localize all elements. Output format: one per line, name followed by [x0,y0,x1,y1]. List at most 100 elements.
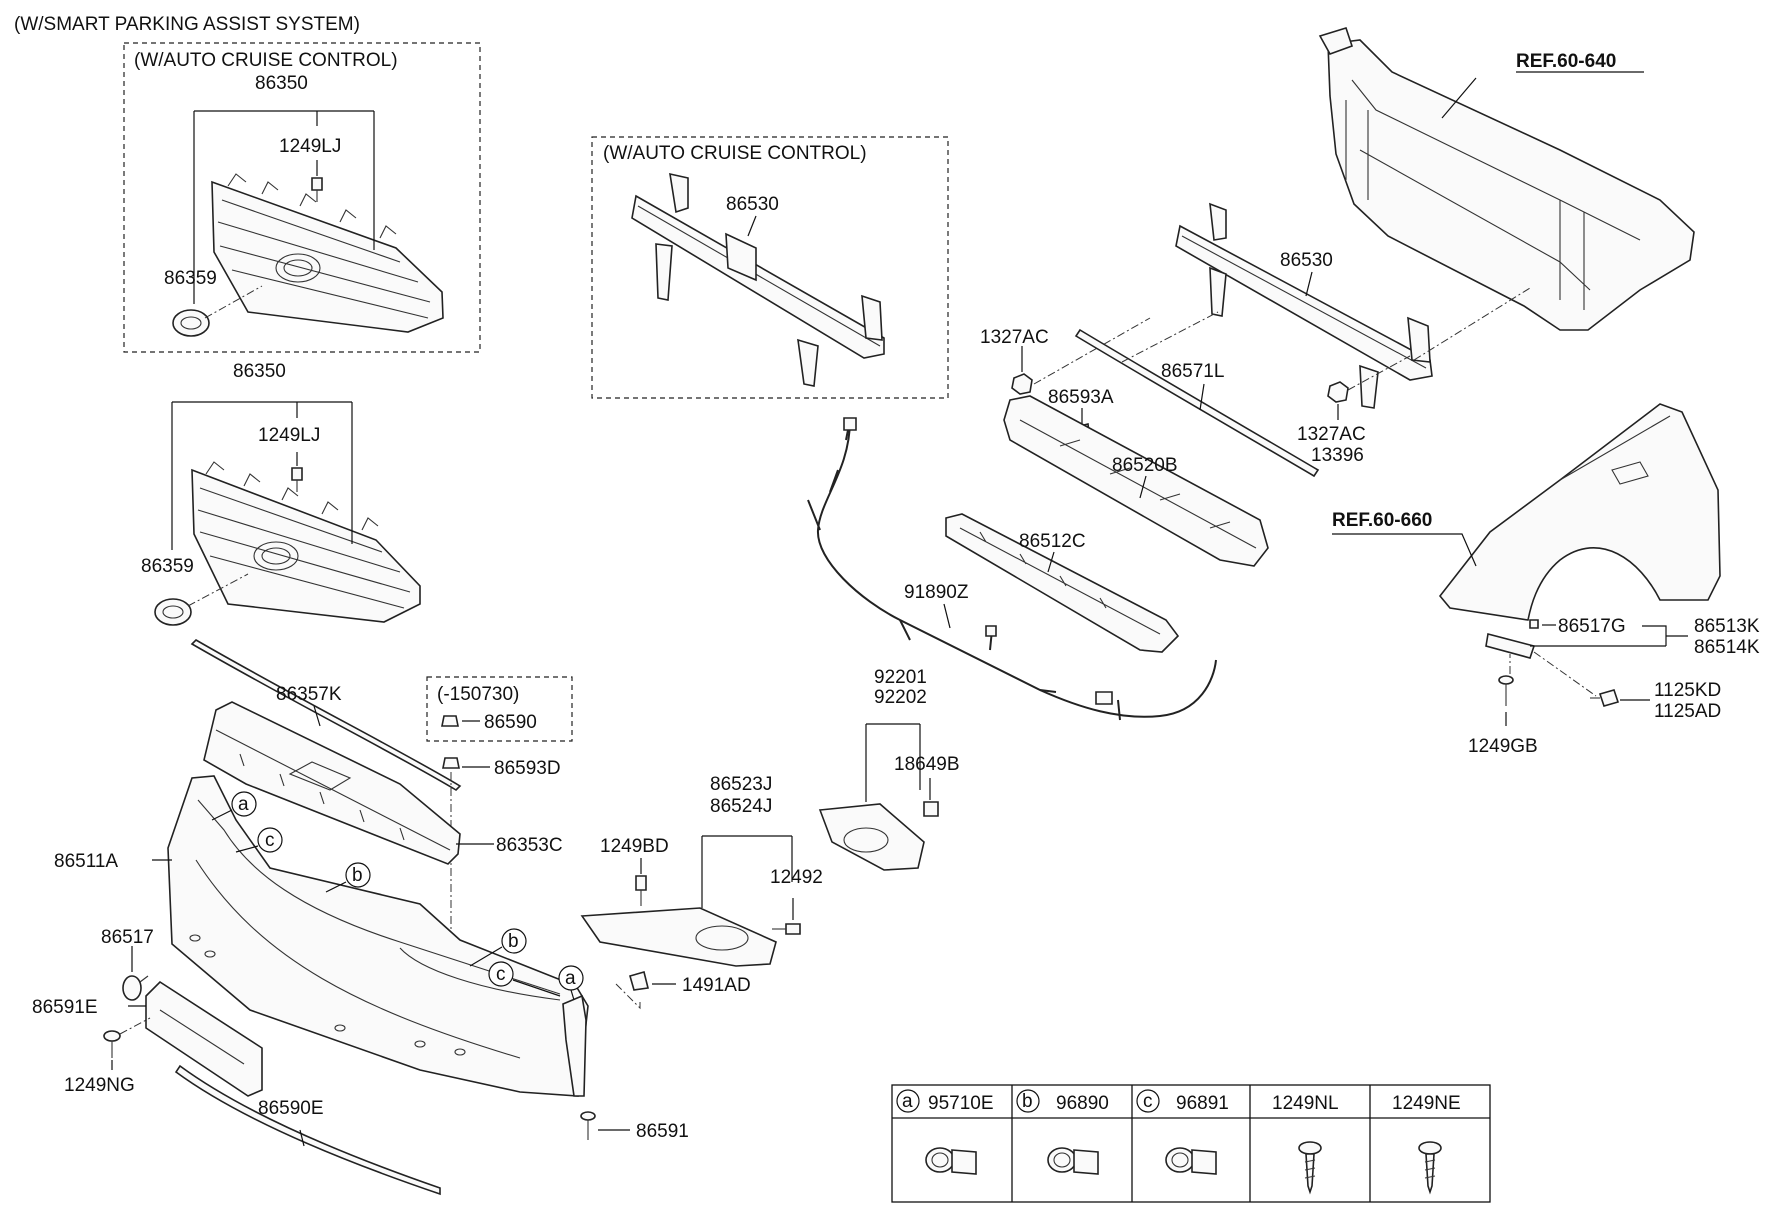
upper-molding-label: 86357K [276,684,342,705]
note-acc-beam: (W/AUTO CRUISE CONTROL) [603,143,867,164]
clip-nut [629,971,649,991]
nut-left-label: 1327AC [980,327,1049,348]
note-acc-grille: (W/AUTO CRUISE CONTROL) [134,50,398,71]
lower-grille-label: 86512C [1019,531,1086,552]
side-screw [1498,675,1514,706]
callout-a-upper [231,791,257,817]
callout-b-upper [345,862,371,888]
hook-cap-label: 86517 [101,927,154,948]
fender-side-bracket [1485,633,1536,659]
legend-b-letter: b [1022,1091,1033,1112]
legend-c-circle [1136,1089,1160,1113]
fog-bulb [923,801,939,817]
legend-a-part: 95710E [928,1093,994,1114]
acc-emblem-label: 86359 [164,268,217,289]
acc-beam-label: 86530 [726,194,779,215]
legend-a-circle [896,1089,920,1113]
callout-b-upper-letter: b [352,865,363,886]
radiator-support [1318,27,1695,331]
clip-86593d [442,757,460,769]
ref-640-label: REF.60-640 [1516,51,1616,72]
note-smart-parking: (W/SMART PARKING ASSIST SYSTEM) [14,14,360,35]
note-date-code: (-150730) [437,684,519,705]
screw-icon [1418,1141,1442,1195]
sensor-13396-label: 13396 [1311,445,1364,466]
side-bracket-rh-label: 86514K [1694,637,1760,658]
bumper-cover-label: 86511A [54,851,118,872]
emblem [154,598,192,626]
legend-a-letter: a [902,1091,913,1112]
clip-86590-label: 86590 [484,712,537,733]
callout-c-upper [257,827,283,853]
parking-sensor-icon [1165,1147,1217,1175]
bumper-cover [167,775,589,1097]
emblem-label: 86359 [141,556,194,577]
reinforcement-strip [1074,328,1320,478]
parking-sensor-legend: a 95710E b 96890 c 96891 1249NL 1249NE [891,1084,1491,1203]
fog-lamp-cover [580,907,777,967]
callout-b-lower [501,928,527,954]
bracket-pin-label: 86517G [1558,616,1626,637]
lower-molding [174,1064,441,1196]
fog-bulb-label: 18649B [894,754,960,775]
grille-screw-label: 1249LJ [258,425,320,446]
legend-1249nl-part: 1249NL [1272,1093,1339,1114]
bumper-beam [1175,202,1433,409]
side-bracket-lh-label: 86513K [1694,616,1760,637]
callout-c-lower-letter: c [496,964,506,985]
callout-c-lower [488,961,514,987]
callout-c-upper-letter: c [265,830,275,851]
nut-left [1011,373,1033,395]
legend-b-circle [1016,1089,1040,1113]
bracket-86593a-label: 86593A [1048,387,1114,408]
fog-cover-lh-label: 86523J [710,774,772,795]
acc-emblem [172,309,210,337]
acc-beam-box [591,136,949,399]
acc-grille-screw-label: 1249LJ [279,136,341,157]
date-code-box [426,676,573,742]
energy-absorber [1003,395,1269,567]
clip-86590 [441,715,459,727]
legend-1249ne-part: 1249NE [1392,1093,1461,1114]
acc-grille-screw [311,177,323,202]
bracket-screw [635,875,647,906]
parking-sensor-icon [1047,1147,1099,1175]
lower-bolt [580,1111,596,1140]
callout-a-lower-letter: a [565,968,576,989]
acc-radiator-grille [211,173,444,333]
lower-molding-label: 86590E [258,1098,324,1119]
wiring-harness [807,417,1217,721]
clip-86593d-label: 86593D [494,758,561,779]
lower-grille [945,513,1180,653]
side-bolt-a-label: 1125KD [1654,680,1721,701]
cover-screw [772,923,801,935]
callout-a-upper-letter: a [238,794,249,815]
beam-label: 86530 [1280,250,1333,271]
cover-screw-label: 12492 [770,867,823,888]
radiator-grille [191,461,421,623]
acc-grille-label: 86350 [255,73,308,94]
plate-screw [103,1030,121,1058]
upper-molding [190,639,462,792]
lower-bolt-label: 86591 [636,1121,689,1142]
callout-b-lower-letter: b [508,931,519,952]
nut-right [1327,381,1349,403]
legend-c-letter: c [1143,1091,1153,1112]
wiring-label: 91890Z [904,582,969,603]
fog-lamp-rh-label: 92202 [874,687,927,708]
nut-right-label: 1327AC [1297,424,1366,445]
front-fender [1438,403,1721,621]
clip-nut-label: 1491AD [682,975,751,996]
side-bolt [1590,689,1620,707]
legend-c-part: 96891 [1176,1093,1229,1114]
screw-icon [1298,1141,1322,1195]
hook-cap [122,975,149,1001]
grille-screw [291,467,303,492]
strip-label: 86571L [1161,361,1224,382]
license-plate-bracket [145,980,263,1097]
acc-bumper-beam [631,172,885,387]
legend-b-part: 96890 [1056,1093,1109,1114]
bracket-screw-label: 1249BD [600,836,669,857]
parking-sensor-icon [925,1147,977,1175]
